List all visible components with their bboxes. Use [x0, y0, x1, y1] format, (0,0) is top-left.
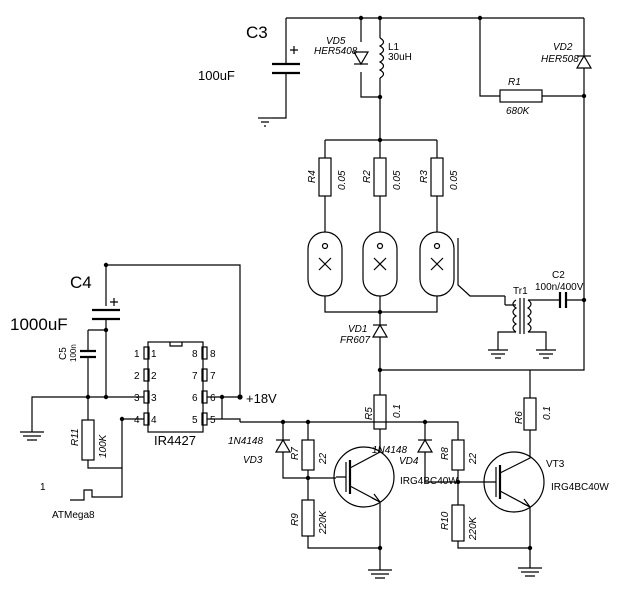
r2-ref: R2: [362, 170, 373, 183]
c5-value: 100n: [69, 344, 78, 362]
resistor-r1: R1 680K: [479, 18, 587, 117]
vd1-ref: VD1: [348, 324, 367, 335]
r11-ref: R11: [70, 428, 81, 446]
transformer-tr1: Tr1: [488, 286, 556, 359]
diode-vd5: VD5 HER5408: [314, 18, 380, 98]
mcu-input: 1 ATMega8: [40, 468, 123, 521]
vd5-value: HER5408: [314, 46, 358, 57]
ic-pin-8-inner: 8: [192, 349, 198, 360]
r6-ref: R6: [514, 411, 525, 424]
r7-ref: R7: [290, 447, 301, 460]
r3-ref: R3: [419, 170, 430, 183]
r1-ref: R1: [508, 77, 521, 88]
resistor-r4: [318, 157, 332, 197]
capacitor-c5: C5 100n: [58, 327, 109, 397]
resistor-r2: [373, 157, 387, 197]
ic-pin-3-inner: 3: [151, 393, 157, 404]
c4-value: 1000uF: [10, 315, 68, 334]
driver-wiring: +18V: [20, 262, 277, 469]
ic-pin-6-inner: 6: [192, 393, 198, 404]
r7-value: 22: [318, 452, 329, 465]
vd1-value: FR607: [340, 335, 370, 346]
mcu-label: ATMega8: [52, 510, 95, 521]
tr1-ref: Tr1: [513, 286, 528, 297]
c5-ref: C5: [58, 347, 69, 360]
vd2-value: HER508: [541, 54, 579, 65]
vd3-value: 1N4148: [228, 436, 263, 447]
inductor-l1: L1 30uH: [377, 18, 412, 143]
c4-ref: C4: [70, 273, 92, 292]
c2-value: 100n/400V: [535, 282, 584, 293]
capacitor-c3: C3 100uF: [198, 23, 300, 84]
l1-value: 30uH: [388, 52, 412, 63]
ic-pin-5: 5: [210, 415, 216, 426]
resistor-r3: [430, 157, 444, 197]
ic-pin-4-inner: 4: [151, 415, 157, 426]
c2-ref: C2: [552, 270, 565, 281]
resistor-r5: R5 0.1: [364, 394, 403, 445]
r8-ref: R8: [440, 447, 451, 460]
l1-ref: L1: [388, 42, 400, 53]
c3-ref: C3: [246, 23, 268, 42]
ic-pin-5-inner: 5: [192, 415, 198, 426]
r9-value: 220K: [318, 509, 329, 535]
mcu-pin: 1: [40, 482, 46, 493]
top-rail: [258, 15, 584, 127]
r10-value: 220K: [468, 515, 479, 541]
ic-pin-1: 1: [134, 349, 140, 360]
diode-vd2: VD2 HER508: [530, 18, 593, 371]
diode-vd1: VD1 FR607: [340, 323, 530, 395]
driver-ir4427: 1 2 3 4 1 2 3 4 8 7 6 5 8 7 6 5 IR4427: [134, 341, 216, 448]
r6-value: 0.1: [542, 406, 553, 420]
ic-pin-8: 8: [210, 349, 216, 360]
capacitor-c4: C4 1000uF: [10, 265, 120, 397]
r4-ref: R4: [307, 170, 318, 183]
resistor-r6: R6 0.1: [514, 370, 553, 450]
resistor-r11: R11 100K: [70, 397, 109, 469]
r11-value: 100K: [98, 433, 109, 458]
r5-ref: R5: [364, 407, 375, 420]
vd2-ref: VD2: [553, 42, 573, 53]
ic-pin-3: 3: [134, 393, 140, 404]
r2-value: 0.05: [392, 170, 403, 190]
gate-drive-left: 1N4148 VD3 R7 22 R9 220K: [228, 419, 425, 579]
r4-value: 0.05: [337, 170, 348, 190]
r1-value: 680K: [506, 106, 531, 117]
ic-pin-2: 2: [134, 371, 140, 382]
vd5-ref: VD5: [326, 36, 346, 47]
ic-pin-6: 6: [210, 393, 216, 404]
supply-label: +18V: [246, 391, 277, 406]
vd4-ref: VD4: [399, 456, 419, 467]
ic-pin-4: 4: [134, 415, 140, 426]
ic-value: IR4427: [154, 433, 196, 448]
r10-ref: R10: [440, 511, 451, 530]
vt3-value: IRG4BC40W: [551, 482, 609, 493]
c3-value: 100uF: [198, 68, 235, 83]
vd3-ref: VD3: [243, 455, 263, 466]
ic-pin-7-inner: 7: [192, 371, 198, 382]
gate-drive-right: 1N4148 VD4 R8 22 R10 220K: [372, 419, 542, 577]
capacitor-c2: C2 100n/400V: [535, 270, 584, 308]
ic-pin-7: 7: [210, 371, 216, 382]
r9-ref: R9: [290, 513, 301, 526]
lamp-resistor-labels: R4 0.05 R2 0.05 R3 0.05: [307, 170, 460, 190]
r8-value: 22: [468, 452, 479, 465]
r3-value: 0.05: [449, 170, 460, 190]
igbt-vt3: VT3 IRG4BC40W: [483, 450, 609, 568]
vd4-value: 1N4148: [372, 445, 407, 456]
vt3-ref: VT3: [546, 459, 565, 470]
ic-pin-2-inner: 2: [151, 371, 157, 382]
lamp-bank: [307, 139, 505, 325]
r5-value: 0.1: [392, 404, 403, 418]
ic-pin-1-inner: 1: [151, 349, 157, 360]
